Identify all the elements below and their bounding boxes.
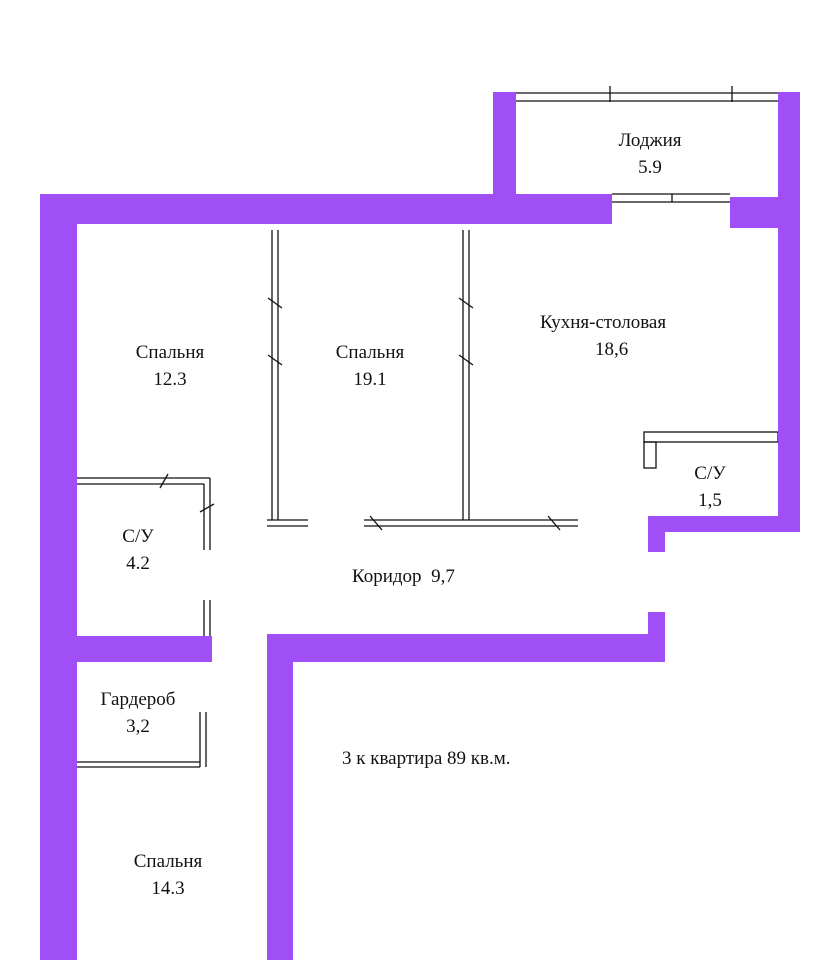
room-bedroom-2: Спальня 19.1: [320, 339, 420, 393]
room-area: 12.3: [153, 369, 187, 390]
wall-bathroom-bottom: [648, 516, 800, 532]
room-area: 18,6: [595, 339, 629, 360]
room-area: 5.9: [638, 157, 662, 178]
room-name: Спальня: [135, 342, 205, 363]
room-name: Спальня: [133, 851, 203, 872]
room-bedroom-3: Спальня 14.3: [118, 848, 218, 902]
room-corridor: Коридор 9,7: [352, 563, 455, 590]
wall-top: [40, 194, 612, 224]
wall-loggia-left: [493, 92, 516, 224]
room-area: 4.2: [126, 553, 150, 574]
wall-right-stub: [730, 197, 778, 228]
room-name: Спальня: [335, 342, 405, 363]
wall-bathroom-wardrobe: [77, 636, 212, 662]
room-area: 14.3: [151, 878, 185, 899]
wall-right: [778, 92, 800, 532]
room-area: 19.1: [353, 369, 387, 390]
room-name: Лоджия: [618, 130, 682, 151]
room-area: 9,7: [431, 566, 455, 587]
room-bathroom-small: С/У 1,5: [670, 460, 750, 514]
room-name: Кухня-столовая: [540, 312, 667, 333]
room-loggia: Лоджия 5.9: [600, 127, 700, 181]
room-name: С/У: [694, 463, 726, 484]
room-area: 1,5: [698, 490, 722, 511]
room-wardrobe: Гардероб 3,2: [88, 686, 188, 740]
wall-corridor-bottom: [267, 634, 665, 662]
wall-left: [40, 194, 77, 960]
room-bedroom-1: Спальня 12.3: [120, 339, 220, 393]
room-name: Коридор: [352, 566, 422, 587]
wall-corridor-stub: [648, 612, 665, 662]
room-name: С/У: [122, 526, 154, 547]
room-bathroom: С/У 4.2: [98, 523, 178, 577]
apartment-title: 3 к квартира 89 кв.м.: [342, 748, 511, 769]
room-name: Гардероб: [100, 689, 176, 710]
wall-bathroom-stub: [648, 516, 665, 552]
room-kitchen: Кухня-столовая 18,6: [540, 309, 666, 363]
wall-bedroom-right: [267, 634, 293, 960]
room-area: 3,2: [126, 716, 150, 737]
